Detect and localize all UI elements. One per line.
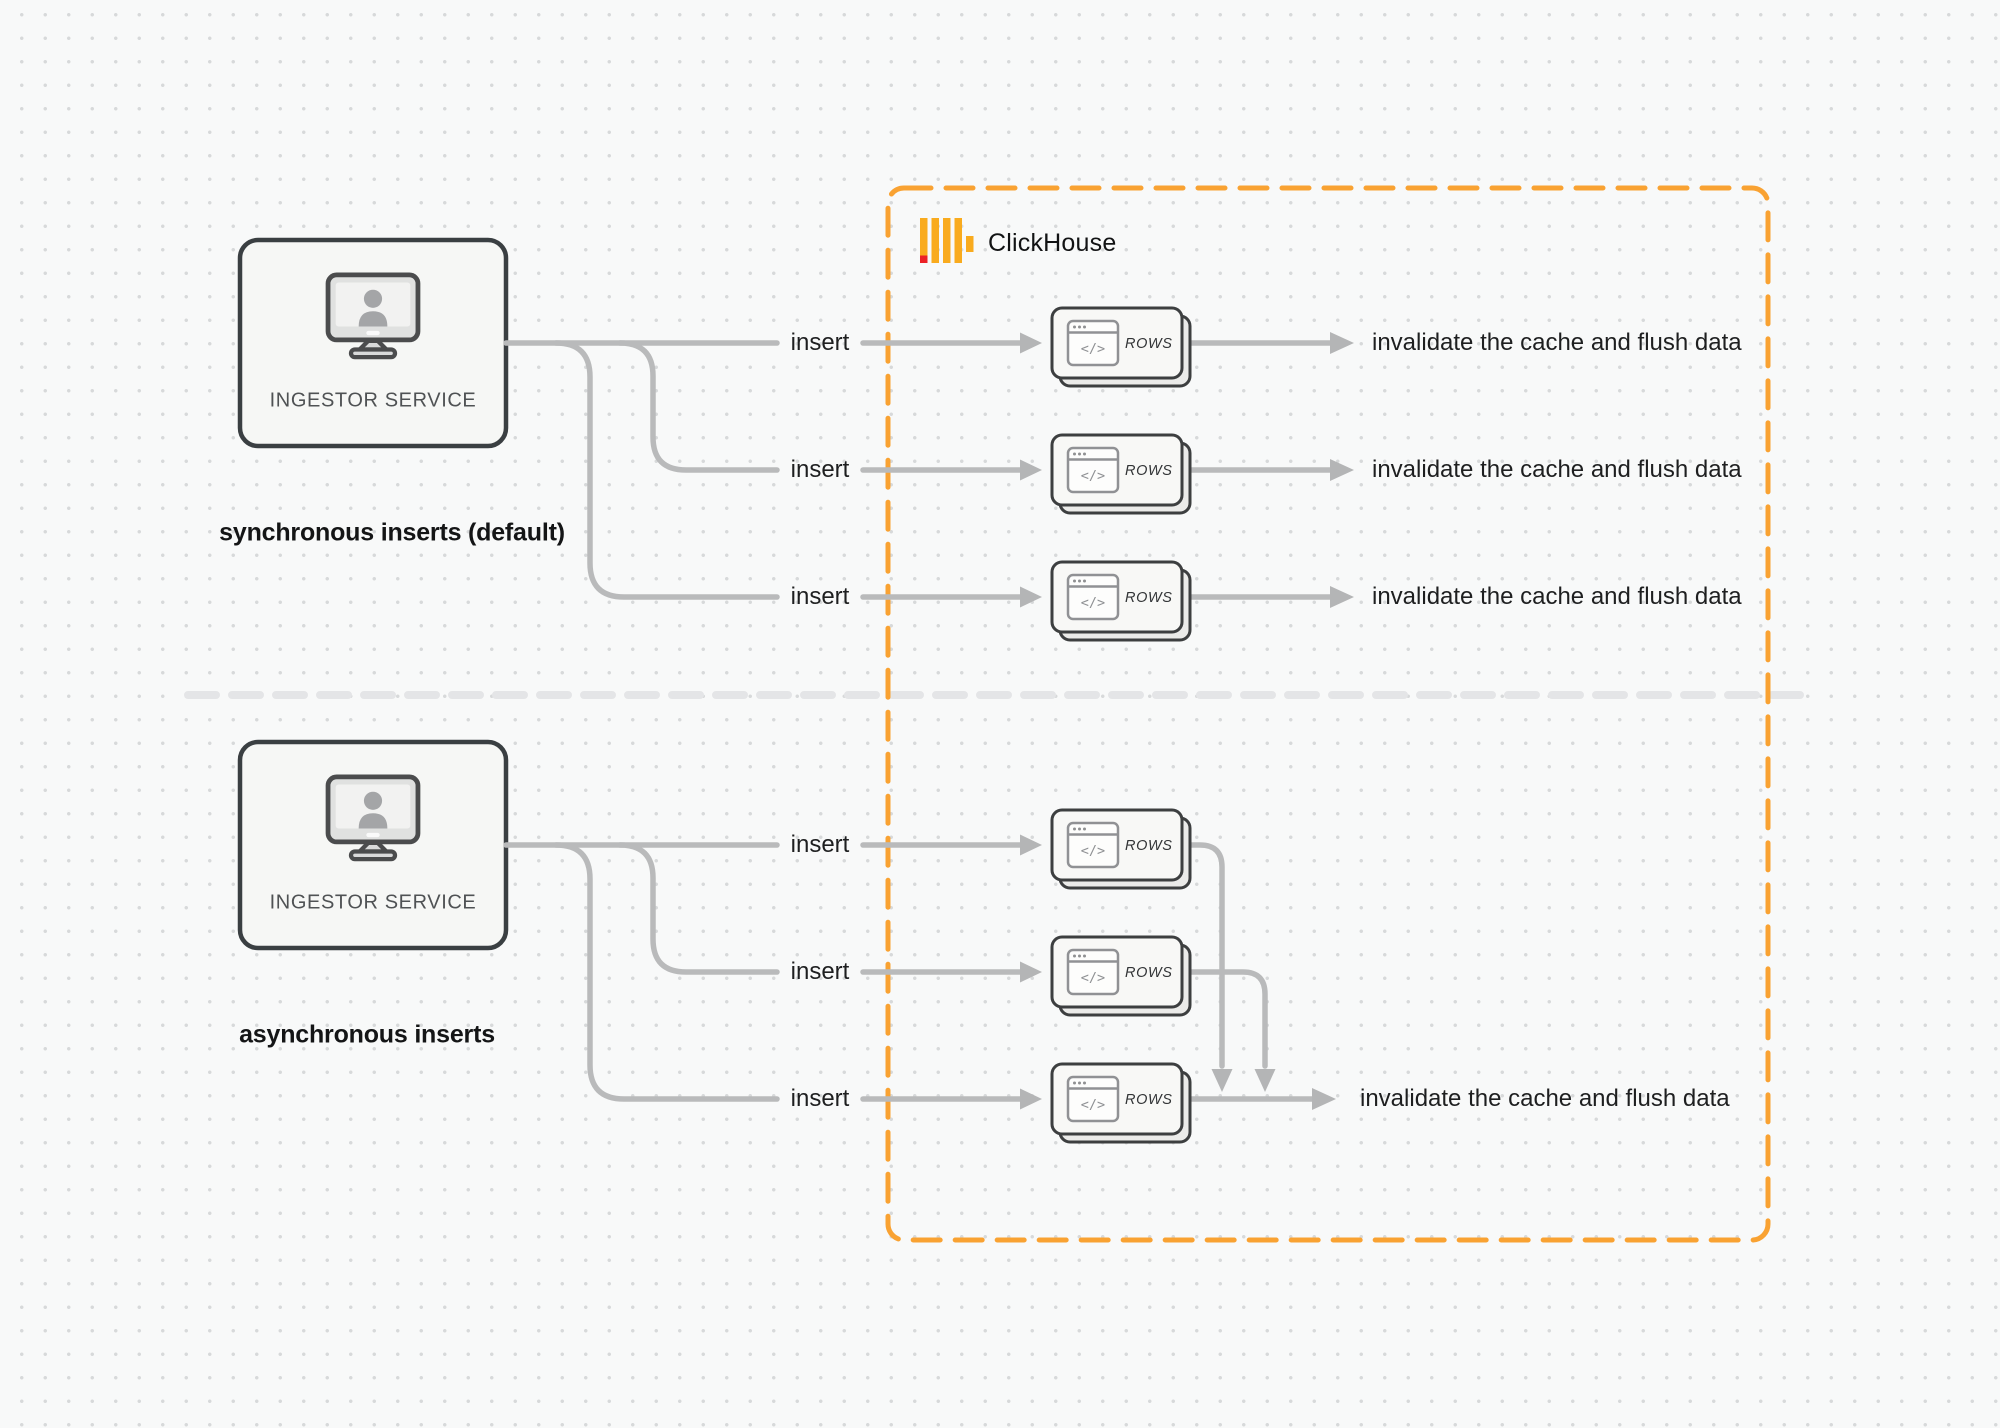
rows-card: </> ROWS bbox=[1050, 306, 1192, 388]
insert-label: insert bbox=[790, 456, 850, 483]
code-glyph: </> bbox=[1081, 468, 1105, 484]
rows-card: </> ROWS bbox=[1050, 1062, 1192, 1144]
ingestor-service-label: INGESTOR SERVICE bbox=[269, 389, 477, 412]
invalidate-label: invalidate the cache and flush data bbox=[1372, 583, 1742, 610]
code-glyph: </> bbox=[1081, 1097, 1105, 1113]
insert-label: insert bbox=[790, 583, 850, 610]
sync-flow-lines bbox=[503, 332, 1354, 608]
rows-card: </> ROWS bbox=[1050, 560, 1192, 642]
ingestor-service-box-async bbox=[237, 739, 509, 951]
clickhouse-wordmark: ClickHouse bbox=[988, 229, 1117, 257]
clickhouse-logo-icon bbox=[920, 218, 974, 263]
code-glyph: </> bbox=[1081, 595, 1105, 611]
invalidate-label: invalidate the cache and flush data bbox=[1372, 329, 1742, 356]
code-glyph: </> bbox=[1081, 341, 1105, 357]
insert-label: insert bbox=[790, 1085, 850, 1112]
rows-label: ROWS bbox=[1125, 965, 1173, 981]
async-flow-lines bbox=[503, 834, 1336, 1110]
rows-label: ROWS bbox=[1125, 590, 1173, 606]
insert-label: insert bbox=[790, 958, 850, 985]
code-glyph: </> bbox=[1081, 970, 1105, 986]
rows-card: </> ROWS bbox=[1050, 935, 1192, 1017]
rows-label: ROWS bbox=[1125, 336, 1173, 352]
sync-caption: synchronous inserts (default) bbox=[219, 518, 565, 547]
rows-label: ROWS bbox=[1125, 463, 1173, 479]
invalidate-label: invalidate the cache and flush data bbox=[1372, 456, 1742, 483]
rows-card: </> ROWS bbox=[1050, 808, 1192, 890]
async-caption: asynchronous inserts bbox=[239, 1020, 495, 1049]
code-glyph: </> bbox=[1081, 843, 1105, 859]
ingestor-service-box-sync bbox=[237, 237, 509, 449]
rows-label: ROWS bbox=[1125, 1092, 1173, 1108]
invalidate-label: invalidate the cache and flush data bbox=[1360, 1085, 1730, 1112]
rows-card: </> ROWS bbox=[1050, 433, 1192, 515]
insert-label: insert bbox=[790, 831, 850, 858]
ingestor-service-label: INGESTOR SERVICE bbox=[269, 891, 477, 914]
insert-label: insert bbox=[790, 329, 850, 356]
rows-label: ROWS bbox=[1125, 838, 1173, 854]
clickhouse-boundary bbox=[885, 185, 1771, 1243]
